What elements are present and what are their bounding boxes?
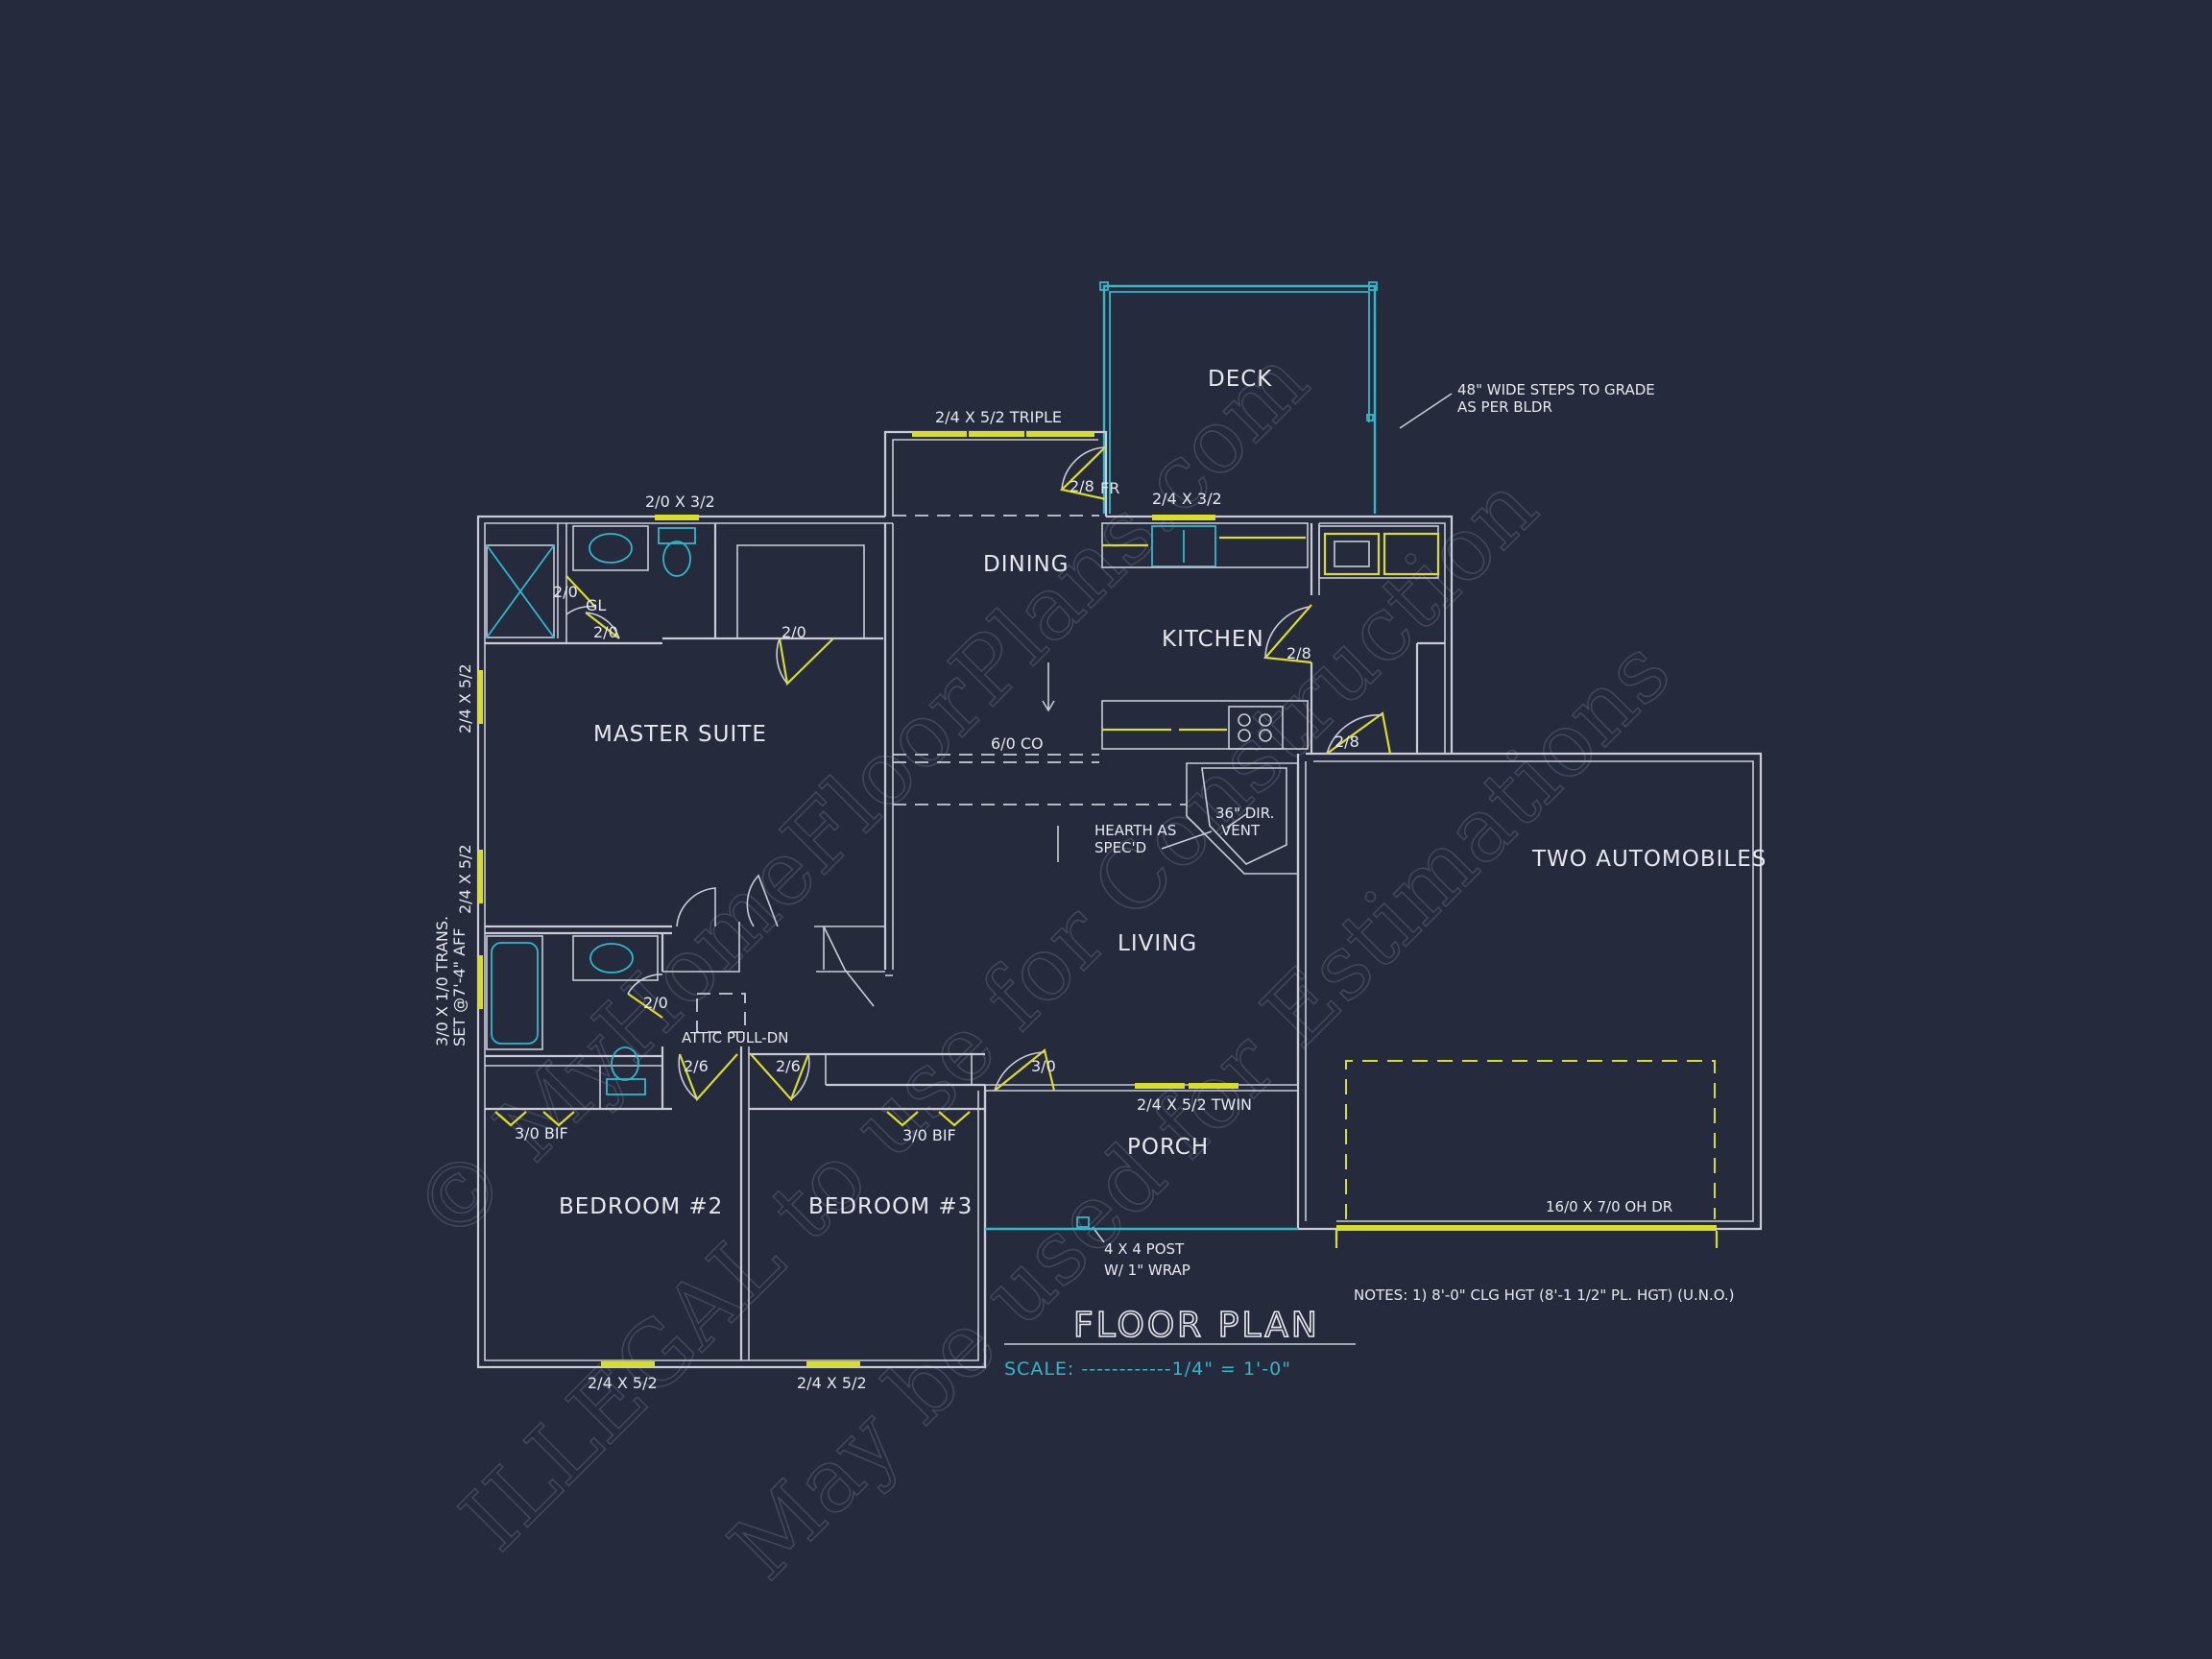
watermark: © MyHomeFloorPlans.com ILLEGAL to use fo…	[393, 328, 1691, 1599]
window-label-master-bath: 2/0 X 3/2	[645, 493, 715, 511]
steps-leader	[1399, 393, 1453, 429]
window-label-bedroom-2: 2/4 X 5/2	[588, 1374, 658, 1392]
door-label-bedroom-3: 2/6	[776, 1057, 801, 1075]
door-label-front: 3/0	[1031, 1057, 1056, 1075]
interior-walls	[485, 523, 1445, 1367]
note-hearth-line-1: HEARTH AS	[1094, 822, 1176, 839]
note-attic: ATTIC PULL-DN	[682, 1029, 788, 1046]
door-label-bifold-2: 3/0 BIF	[515, 1124, 568, 1142]
drawing-title: FLOOR PLAN	[1073, 1306, 1320, 1345]
note-steps-line-2: AS PER BLDR	[1457, 398, 1552, 416]
room-label-living: LIVING	[1118, 931, 1197, 956]
attic-hatch	[696, 993, 746, 1033]
fireplace	[1186, 762, 1299, 875]
door-label-bath-2: 2/0	[643, 994, 668, 1012]
room-label-master-suite: MASTER SUITE	[593, 722, 767, 747]
door-label-garage-entry: 2/8	[1334, 733, 1359, 751]
door-label-fr-tag: FR	[1100, 479, 1119, 497]
window-label-porch-twin: 2/4 X 5/2 TWIN	[1137, 1095, 1252, 1114]
note-vent-line-2: VENT	[1221, 822, 1261, 839]
window-label-bedroom-3: 2/4 X 5/2	[797, 1374, 867, 1392]
overhead-door-swing	[1345, 1060, 1716, 1219]
door-label-shower: 2/0	[553, 583, 578, 601]
title-block: FLOOR PLAN SCALE: ------------1/4" = 1'-…	[1004, 1305, 1356, 1380]
room-label-porch: PORCH	[1127, 1135, 1209, 1160]
windows	[477, 431, 1719, 1367]
door-label-bifold-3: 3/0 BIF	[902, 1126, 956, 1144]
note-vent-line-1: 36" DIR.	[1215, 805, 1274, 822]
note-general: NOTES: 1) 8'-0" CLG HGT (8'-1 1/2" PL. H…	[1354, 1286, 1735, 1304]
drawing-scale: SCALE: ------------1/4" = 1'-0"	[1004, 1358, 1291, 1380]
deck-outline	[1099, 281, 1453, 514]
window-label-master-2: 2/4 X 5/2	[456, 844, 474, 914]
porch-post	[1076, 1216, 1090, 1228]
door-label-fr: 2/8	[1070, 477, 1094, 495]
window-label-transom-set: SET @7'-4" AFF	[450, 928, 469, 1046]
window-label-kitchen: 2/4 X 3/2	[1152, 490, 1222, 508]
room-label-bedroom-3: BEDROOM #3	[808, 1194, 973, 1219]
door-label-cased-opening: 6/0 CO	[991, 734, 1044, 753]
note-post-line-1: 4 X 4 POST	[1104, 1240, 1185, 1258]
room-label-garage: TWO AUTOMOBILES	[1531, 847, 1767, 872]
window-label-triple: 2/4 X 5/2 TRIPLE	[935, 408, 1062, 426]
door-labels: 2/8 FR 2/8 2/8 2/0 GL 2/0 2/0 2/0 2/6 2/…	[515, 477, 1359, 1144]
room-labels: DECK DINING KITCHEN MASTER SUITE LIVING …	[559, 367, 1767, 1219]
door-label-kitchen-side: 2/8	[1286, 644, 1311, 662]
window-label-transom: 3/0 X 1/0 TRANS.	[433, 916, 451, 1046]
room-label-dining: DINING	[983, 552, 1070, 577]
room-label-deck: DECK	[1208, 367, 1272, 392]
note-hearth-line-2: SPEC'D	[1094, 839, 1146, 856]
door-label-gl-tag: GL	[586, 596, 606, 614]
note-steps-line-1: 48" WIDE STEPS TO GRADE	[1457, 381, 1655, 398]
annotations: 48" WIDE STEPS TO GRADE AS PER BLDR HEAR…	[682, 381, 1735, 1304]
door-label-wc: 2/0	[593, 623, 618, 641]
window-label-master-1: 2/4 X 5/2	[456, 663, 474, 733]
window-labels: 2/4 X 5/2 TRIPLE 2/4 X 3/2 2/0 X 3/2 2/4…	[433, 408, 1252, 1392]
room-label-kitchen: KITCHEN	[1162, 627, 1264, 652]
note-post-line-2: W/ 1" WRAP	[1104, 1262, 1190, 1279]
door-label-bedroom-2: 2/6	[684, 1057, 709, 1075]
door-label-closet: 2/0	[781, 623, 806, 641]
doors	[494, 445, 1392, 1127]
dashed-lines	[696, 515, 1716, 1219]
room-label-bedroom-2: BEDROOM #2	[559, 1194, 723, 1219]
fixtures	[486, 522, 1440, 1243]
note-overhead-door: 16/0 X 7/0 OH DR	[1546, 1198, 1672, 1215]
